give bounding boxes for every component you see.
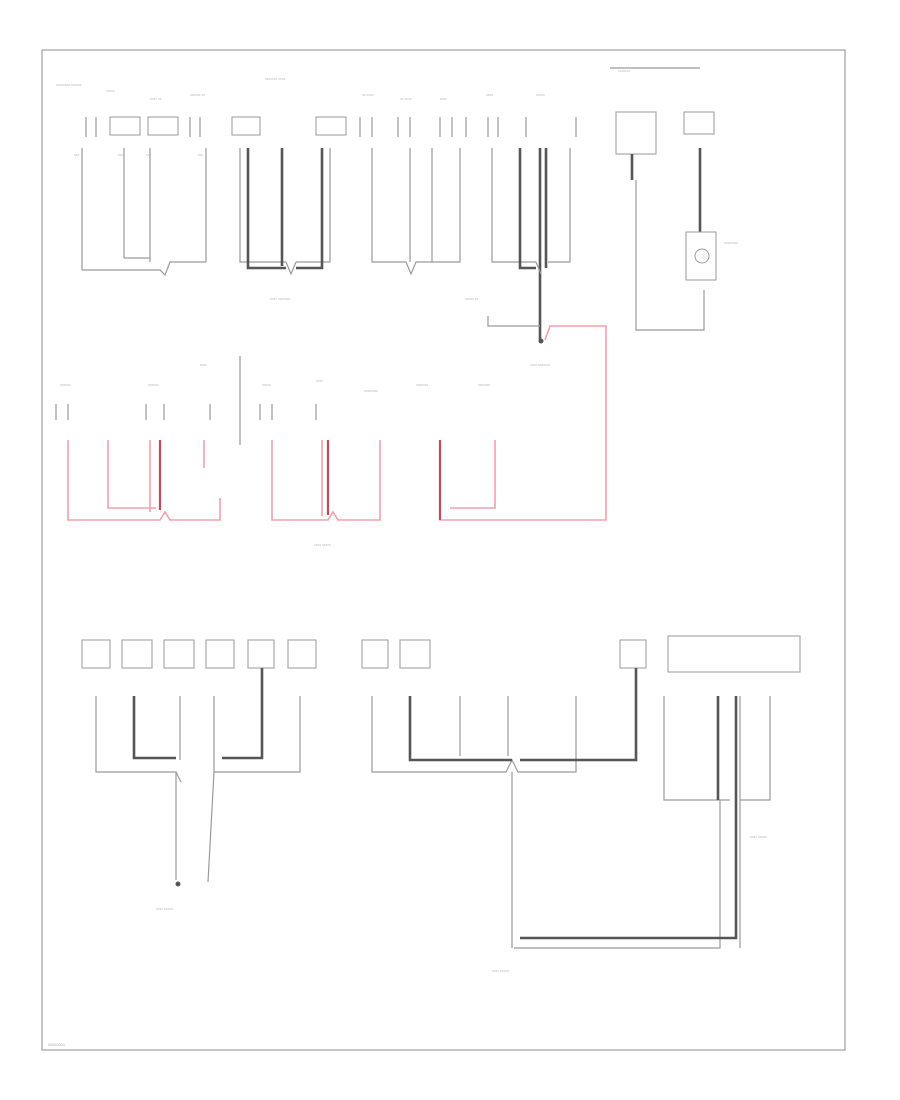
svg-text:xxxxxxxx: xxxxxxxx bbox=[364, 389, 378, 393]
component-box bbox=[81, 639, 111, 669]
component-box bbox=[121, 639, 153, 669]
component-box bbox=[615, 111, 657, 155]
component-box bbox=[619, 639, 647, 669]
ground-point bbox=[538, 338, 544, 344]
svg-text:xxxxxxx: xxxxxxx bbox=[416, 383, 429, 387]
svg-text:xxx: xxx bbox=[146, 153, 152, 157]
svg-text:xxx: xxx bbox=[118, 153, 124, 157]
svg-text:xxxx xxxxx: xxxx xxxxx bbox=[156, 907, 173, 911]
group-top-4: xxxx xxxxx xxxxx xx xxxx xxxxxxx bbox=[465, 93, 577, 367]
svg-text:xxxx xxxxx: xxxx xxxxx bbox=[314, 543, 331, 547]
svg-text:xxxxxx xx: xxxxxx xx bbox=[190, 93, 205, 97]
component-box bbox=[667, 635, 801, 673]
svg-text:xxxxx: xxxxx bbox=[536, 93, 545, 97]
group-top-2: xxxxxxx xxxx xxxx xxxxxxx bbox=[231, 77, 347, 301]
svg-text:xxxxxxx: xxxxxxx bbox=[478, 383, 491, 387]
svg-text:xxxx xxxxxxx: xxxx xxxxxxx bbox=[530, 363, 550, 367]
group-top-1: xxxxxxxx xxxxxx xxxxx xxxx xx xxxxxx xx … bbox=[56, 83, 207, 277]
svg-text:xxxxx: xxxxx bbox=[106, 89, 115, 93]
group-top-3: xx xxxx xx xxxx xxxx bbox=[359, 93, 467, 276]
svg-text:xxx: xxx bbox=[198, 153, 204, 157]
svg-text:xx xxxx: xx xxxx bbox=[400, 97, 412, 101]
svg-text:xxx: xxx bbox=[74, 153, 80, 157]
component-box bbox=[399, 639, 431, 669]
svg-text:xxxxxxxx: xxxxxxxx bbox=[724, 241, 738, 245]
component-box bbox=[109, 116, 141, 136]
group-top-right: xxxxxxx xxxxxxxx bbox=[610, 67, 738, 331]
diagram-code: W000001 bbox=[48, 1042, 66, 1047]
group-bottom-right: xxxx xxxxx xxxx xxxxx bbox=[361, 635, 801, 973]
component-box bbox=[163, 639, 195, 669]
svg-text:xxxxxxxx xxxxxx: xxxxxxxx xxxxxx bbox=[56, 83, 82, 87]
svg-text:xx xxxx: xx xxxx bbox=[362, 93, 374, 97]
svg-text:xxxxxx: xxxxxx bbox=[148, 383, 159, 387]
svg-text:xxxx: xxxx bbox=[440, 97, 447, 101]
svg-text:xxxx: xxxx bbox=[316, 379, 323, 383]
component-box bbox=[247, 639, 275, 669]
svg-text:xxxx: xxxx bbox=[486, 93, 493, 97]
svg-text:xxxxxxx xxxx: xxxxxxx xxxx bbox=[265, 77, 285, 81]
group-middle: xxxxxx xxxxxx xxxx xxxxx xxxx xxxxxxxx x… bbox=[55, 325, 607, 547]
svg-text:xxxx xxxxxxx: xxxx xxxxxxx bbox=[270, 297, 290, 301]
svg-text:xxxx xxxxx: xxxx xxxxx bbox=[750, 835, 767, 839]
ground-point bbox=[175, 881, 181, 887]
svg-text:xxxx xx: xxxx xx bbox=[150, 97, 162, 101]
component-box bbox=[205, 639, 235, 669]
svg-text:xxxxxx: xxxxxx bbox=[60, 383, 71, 387]
component-box bbox=[287, 639, 317, 669]
group-bottom-left: xxxx xxxxx bbox=[81, 639, 317, 911]
lamp-icon bbox=[694, 248, 710, 264]
svg-text:xxxxx xx: xxxxx xx bbox=[465, 297, 478, 301]
component-box bbox=[147, 116, 179, 136]
component-box bbox=[361, 639, 389, 669]
svg-text:xxxxxxx: xxxxxxx bbox=[618, 69, 631, 73]
component-box bbox=[315, 116, 347, 136]
svg-text:xxxxx: xxxxx bbox=[262, 383, 271, 387]
svg-text:xxxx: xxxx bbox=[200, 363, 207, 367]
component-box bbox=[683, 111, 715, 135]
svg-text:xxxx xxxxx: xxxx xxxxx bbox=[492, 969, 509, 973]
component-box bbox=[231, 116, 261, 136]
diagram-frame bbox=[41, 49, 846, 1051]
